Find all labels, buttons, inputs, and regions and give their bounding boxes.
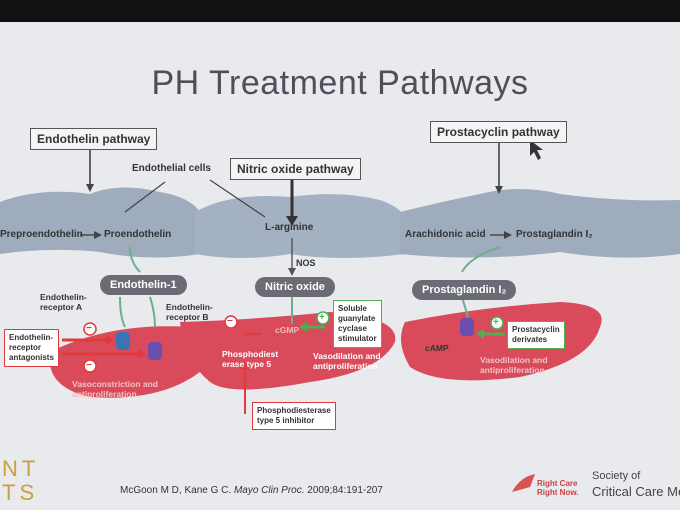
endothelium-right	[400, 189, 680, 258]
minus-sign-2: −	[86, 360, 92, 371]
nitric-oxide-pathway-box: Nitric oxide pathway	[230, 158, 361, 180]
sccm-logo-line1: Society of	[592, 470, 641, 482]
prostacyclin-receptor-icon	[460, 318, 474, 336]
endothelin-receptor-antagonists-box: Endothelin- receptor antagonists	[4, 329, 59, 367]
slide: PH Treatment Pathways Endothelin pathway…	[0, 22, 680, 510]
vasodilation-label-middle: Vasodilation and antiproliferation	[313, 351, 381, 371]
sccm-logo-line2: Critical Care Me	[592, 484, 680, 499]
endothelin-1-pill: Endothelin-1	[100, 275, 187, 295]
endothelium-left	[0, 187, 200, 258]
endothelial-cells-label: Endothelial cells	[132, 163, 211, 174]
slide-title: PH Treatment Pathways	[151, 64, 529, 102]
receptor-a-icon	[116, 332, 130, 350]
plus-sign-2: +	[493, 317, 499, 328]
pathway-diagram-graphics	[0, 140, 680, 492]
citation-details: 2009;84:191-207	[304, 485, 383, 496]
vasodilation-label-right: Vasodilation and antiproliferation	[480, 355, 548, 375]
endothelium-middle	[195, 194, 405, 258]
vasoconstriction-label: Vasoconstriction and antiproliferation	[72, 379, 158, 399]
prostaglandin-label: Prostaglandin I₂	[516, 229, 593, 240]
nitric-oxide-pill: Nitric oxide	[255, 277, 335, 297]
right-care-logo-text: Right Care Right Now.	[537, 479, 579, 497]
receptor-b-label: Endothelin- receptor B	[166, 302, 213, 322]
mouse-cursor-icon	[530, 140, 543, 160]
prostaglandin-pill: Prostaglandin I₂	[412, 280, 517, 300]
prostacyclin-derivates-box: Prostacyclin derivates	[507, 321, 565, 349]
citation-journal: Mayo Clin Proc.	[233, 485, 305, 496]
nos-label: NOS	[296, 258, 316, 268]
minus-sign-1: −	[86, 323, 92, 334]
sgc-stimulator-box: Soluble guanylate cyclase stimulator	[333, 300, 382, 348]
preproendothelin-label: Preproendothelin	[0, 229, 83, 240]
pde5-inhibitor-box: Phosphodiesterase type 5 inhibitor	[252, 402, 336, 430]
minus-sign-3: −	[227, 316, 233, 327]
prostacyclin-pathway-box: Prostacyclin pathway	[430, 121, 567, 143]
projector-top-edge	[0, 0, 680, 22]
right-care-logo-icon	[512, 474, 535, 492]
receptor-a-label: Endothelin- receptor A	[40, 292, 87, 312]
proendothelin-label: Proendothelin	[104, 229, 172, 240]
left-logo-fragment: NT TS	[2, 456, 40, 505]
endothelin-pathway-box: Endothelin pathway	[30, 128, 158, 150]
l-arginine-label: L-arginine	[265, 222, 314, 233]
citation: McGoon M D, Kane G C. Mayo Clin Proc. 20…	[120, 485, 383, 496]
arachidonic-acid-label: Arachidonic acid	[405, 229, 486, 240]
pde5-enzyme-label: Phosphodiest erase type 5	[222, 349, 279, 369]
smooth-muscle-left	[49, 326, 206, 398]
cgmp-label: cGMP	[275, 325, 300, 335]
camp-label: cAMP	[425, 343, 449, 353]
receptor-b-icon	[148, 342, 162, 360]
plus-sign-1: +	[319, 312, 325, 323]
citation-authors: McGoon M D, Kane G C.	[120, 485, 234, 496]
